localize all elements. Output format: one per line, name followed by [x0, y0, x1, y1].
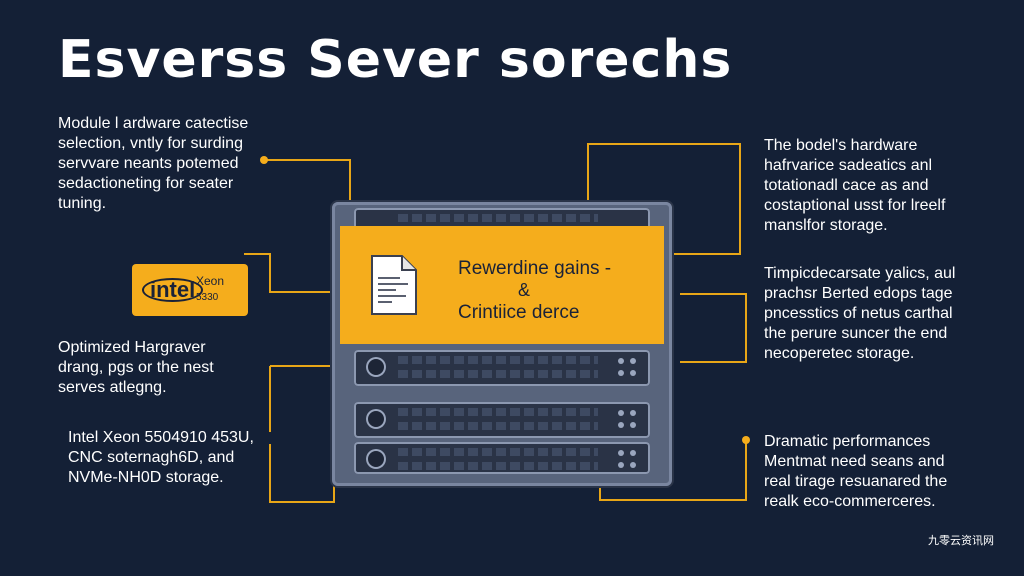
connector-dot: [260, 156, 268, 164]
intel-model-number: 5330: [196, 292, 219, 303]
intel-model: Xeon: [196, 274, 225, 288]
power-knob-icon: [366, 449, 386, 469]
panel-line-3: Crintiice derce: [458, 302, 580, 323]
power-knob-icon: [366, 409, 386, 429]
page-title: Esverss Sever sorechs: [58, 30, 733, 90]
highlight-panel: Rewerdine gains - & Crintiice derce: [340, 226, 664, 344]
panel-line-1: Rewerdine gains -: [458, 258, 612, 279]
panel-line-2: &: [518, 280, 531, 300]
intel-xeon-badge: intel Xeon 5330: [132, 264, 248, 316]
connector-dot: [742, 436, 750, 444]
intel-logo: intel: [142, 278, 204, 302]
text-block-bottom-left: Intel Xeon 5504910 453U,CNC soternagh6D,…: [68, 429, 254, 486]
rack-unit: [354, 402, 650, 438]
watermark: 九零云资讯网: [928, 535, 994, 547]
rack-unit: [354, 350, 650, 386]
document-icon: [371, 255, 417, 315]
power-knob-icon: [366, 357, 386, 377]
rack-unit: [354, 442, 650, 474]
